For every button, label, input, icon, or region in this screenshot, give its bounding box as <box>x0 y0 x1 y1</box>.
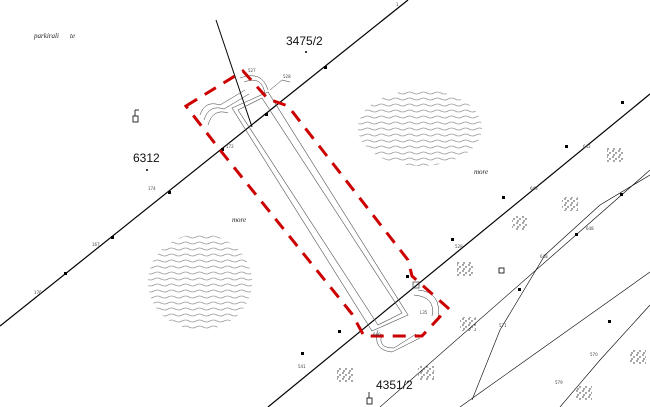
svg-text:640: 640 <box>373 332 381 337</box>
svg-text:541: 541 <box>298 364 306 369</box>
svg-text:571: 571 <box>499 323 507 328</box>
svg-text:528: 528 <box>283 74 291 79</box>
vegetation-symbols <box>337 148 646 400</box>
parcel-label-6312: 6312 <box>133 151 160 165</box>
corridor-outline <box>231 91 409 332</box>
svg-text:176: 176 <box>34 290 42 295</box>
intervention-boundary <box>183 69 451 338</box>
annotation-te: te <box>70 32 75 40</box>
annotation-parkirali: parkirali <box>33 32 59 40</box>
svg-text:1: 1 <box>396 2 399 7</box>
svg-text:167: 167 <box>92 242 100 247</box>
svg-text:L35: L35 <box>420 310 428 315</box>
svg-text:648: 648 <box>540 254 548 259</box>
svg-text:528: 528 <box>455 244 463 249</box>
svg-text:570: 570 <box>590 352 598 357</box>
parcel-point-6312 <box>146 169 148 171</box>
benchmark-symbol <box>132 109 505 405</box>
parcel-point-3475-2 <box>305 51 307 53</box>
corner-detail-top <box>199 75 291 126</box>
svg-text:174: 174 <box>148 186 156 191</box>
svg-text:643: 643 <box>530 186 538 191</box>
annotation-more-left: more <box>232 216 246 224</box>
svg-text:579: 579 <box>555 380 563 385</box>
water-hatch-areas <box>148 90 482 330</box>
svg-text:648: 648 <box>586 226 594 231</box>
annotation-more-right: more <box>474 168 488 176</box>
point-numbers: 1 167 174 176 527 528 172 642 643 528 64… <box>34 2 598 385</box>
boundary-markers <box>64 66 624 355</box>
svg-text:172: 172 <box>226 144 234 149</box>
svg-text:527: 527 <box>248 68 256 73</box>
parcel-label-3475-2: 3475/2 <box>286 34 323 48</box>
svg-text:642: 642 <box>583 144 591 149</box>
parcel-label-4351-2: 4351/2 <box>376 378 413 392</box>
